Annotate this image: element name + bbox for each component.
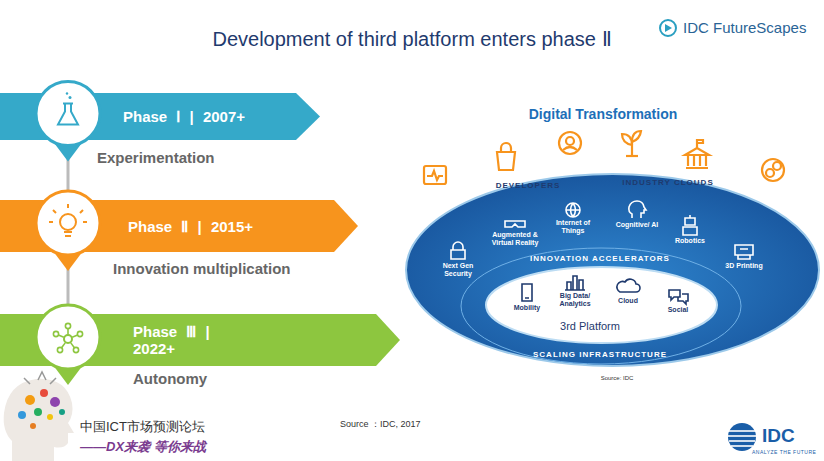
label: INDUSTRY CLOUDS (613, 178, 723, 187)
label: 中国ICT市场预测论坛 (80, 418, 260, 436)
accelerator-ring (461, 248, 741, 364)
label: Digital Transformation (508, 106, 698, 122)
label: Augmented & Virtual Reality (483, 231, 547, 247)
ring-label: INNOVATION ACCELERATORS (510, 254, 690, 263)
accelerator-icons (451, 201, 753, 259)
inner-ellipse (486, 267, 717, 343)
phase-circle (36, 305, 100, 369)
label: Cognitive/ AI (614, 221, 660, 229)
label: DEVELOPERS (483, 181, 573, 190)
platform-label: 3rd Platform (540, 320, 640, 332)
label: ——DX来袭 等你来战 (80, 438, 260, 456)
phase-heading: Phase Ⅱ | 2015+ (128, 218, 328, 235)
phase-icon (58, 92, 78, 124)
phase-circle (36, 191, 100, 255)
phase-band: Phase Ⅲ | 2022+Autonomy (0, 314, 400, 366)
label: Next Gen Security (435, 262, 481, 278)
label: Robotics (667, 237, 713, 245)
label: ANALYZE THE FUTURE (752, 449, 818, 455)
label: IDC FutureScapes (683, 19, 818, 36)
label: Social (658, 306, 698, 313)
phase-icon (53, 323, 82, 352)
platform-icons (522, 276, 688, 304)
phase-circle (36, 82, 100, 146)
phase-name: Innovation multiplication (113, 260, 291, 277)
label: Mobility (502, 304, 552, 311)
outer-ellipse (406, 174, 819, 366)
phase-band: Phase Ⅱ | 2015+Innovation multiplication (0, 200, 358, 252)
phase-name: Autonomy (133, 370, 207, 387)
label: IDC (762, 425, 812, 447)
phase-band: Phase Ⅰ | 2007+Experimentation (0, 93, 320, 140)
label: Cloud (608, 297, 648, 304)
phase-icon (49, 204, 87, 236)
title: Development of third platform enters pha… (112, 27, 712, 51)
ring-label: SCALING INFRASTRUCTURE (510, 350, 690, 359)
label: Big Data/ Analytics (552, 292, 598, 308)
phase-name: Experimentation (97, 149, 215, 166)
label: Source: IDC (582, 375, 652, 381)
phase-heading: Phase Ⅰ | 2007+ (123, 108, 303, 125)
label: Internet of Things (550, 219, 596, 235)
label: 3D Printing (718, 262, 770, 270)
label: Source ：IDC, 2017 (340, 418, 480, 431)
phase-heading: Phase Ⅲ | 2022+ (133, 323, 215, 357)
